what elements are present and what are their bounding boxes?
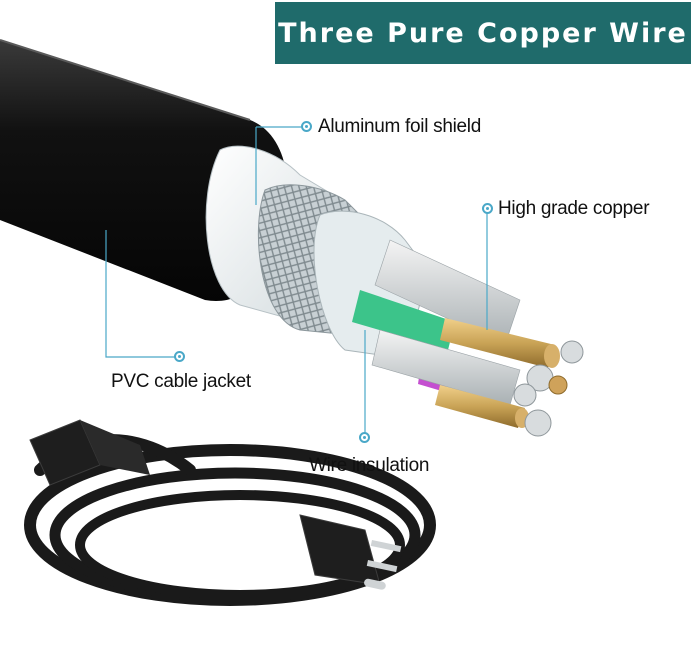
callout-dot-jacket (174, 351, 185, 362)
callout-aluminum-foil: Aluminum foil shield (318, 116, 481, 137)
copper-conductor-top (440, 318, 555, 368)
callout-dot-aluminum (301, 121, 312, 132)
leader-lines (105, 126, 488, 438)
callout-dot-copper (482, 203, 493, 214)
three-prong-plug-icon (299, 514, 402, 590)
callout-high-grade-copper: High grade copper (498, 198, 650, 219)
c13-connector-icon (29, 419, 150, 486)
power-cord-icon (24, 434, 436, 606)
copper-conductor-bottom (435, 385, 525, 428)
title-banner: Three Pure Copper Wire (275, 2, 691, 64)
callout-wire-insulation: Wire insulation (309, 455, 430, 476)
title-text: Three Pure Copper Wire (278, 17, 688, 49)
green-insulated-wire (352, 290, 455, 350)
callout-dot-insulation (359, 432, 370, 443)
callout-pvc-jacket: PVC cable jacket (111, 371, 251, 392)
